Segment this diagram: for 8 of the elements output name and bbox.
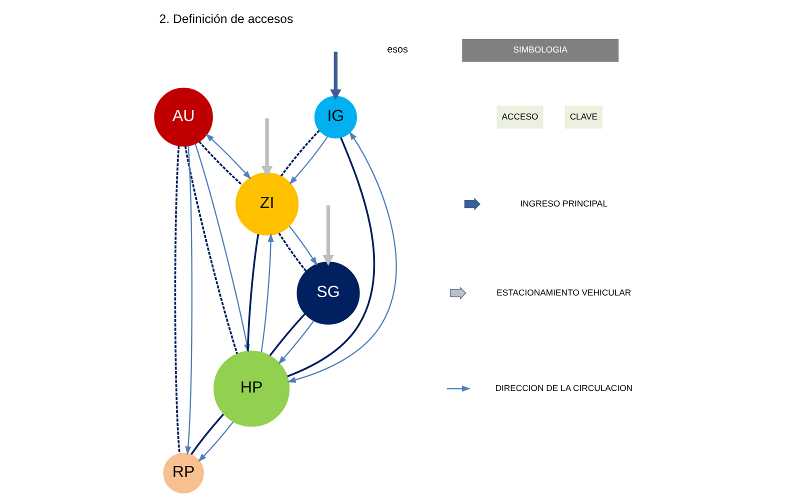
label: SIMBOLOGIA	[513, 44, 568, 55]
diagram-title: 2. Definición de accesos	[159, 12, 294, 26]
legend-label: ESTACIONAMIENTO VEHICULAR	[496, 287, 632, 298]
legend-label: DIRECCION DE LA CIRCULACION	[495, 382, 633, 393]
label: esos	[387, 44, 408, 56]
label: CLAVE	[570, 111, 598, 122]
label: ACCESO	[502, 111, 538, 122]
legend-label: INGRESO PRINCIPAL	[520, 198, 608, 208]
